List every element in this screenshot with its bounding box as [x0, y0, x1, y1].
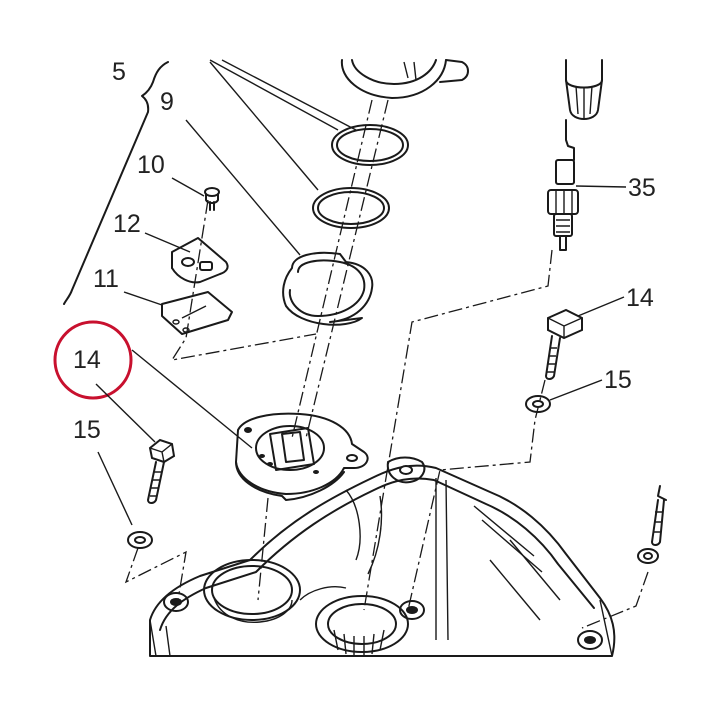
circlip-9	[282, 251, 374, 326]
head-cover	[149, 456, 616, 657]
o-ring-upper	[331, 124, 409, 166]
leader-lines	[95, 59, 627, 526]
bolt-far-right	[637, 485, 667, 564]
spark-plug-35	[547, 59, 603, 251]
callout-14-left: 14	[73, 346, 101, 374]
o-ring-lower	[312, 187, 390, 229]
callout-10: 10	[137, 151, 165, 179]
callout-11: 11	[93, 265, 119, 293]
plate-12	[171, 237, 229, 284]
screw-10	[204, 187, 220, 211]
gasket-11	[161, 291, 233, 335]
washer-15-left	[127, 531, 153, 549]
callout-15-right: 15	[604, 366, 632, 394]
bolt-14-left	[147, 438, 176, 504]
callout-15-left: 15	[73, 416, 101, 444]
callout-12: 12	[113, 210, 141, 238]
top-cap	[340, 59, 469, 99]
flange-assembly	[235, 412, 369, 501]
callout-14-right: 14	[626, 284, 654, 312]
highlight-circle	[53, 320, 133, 400]
callout-9: 9	[160, 88, 174, 116]
bolt-14-right	[545, 308, 583, 380]
callout-35: 35	[628, 174, 656, 202]
bracket-5	[63, 61, 169, 305]
callout-5: 5	[112, 58, 126, 86]
washer-15-right	[525, 395, 551, 413]
